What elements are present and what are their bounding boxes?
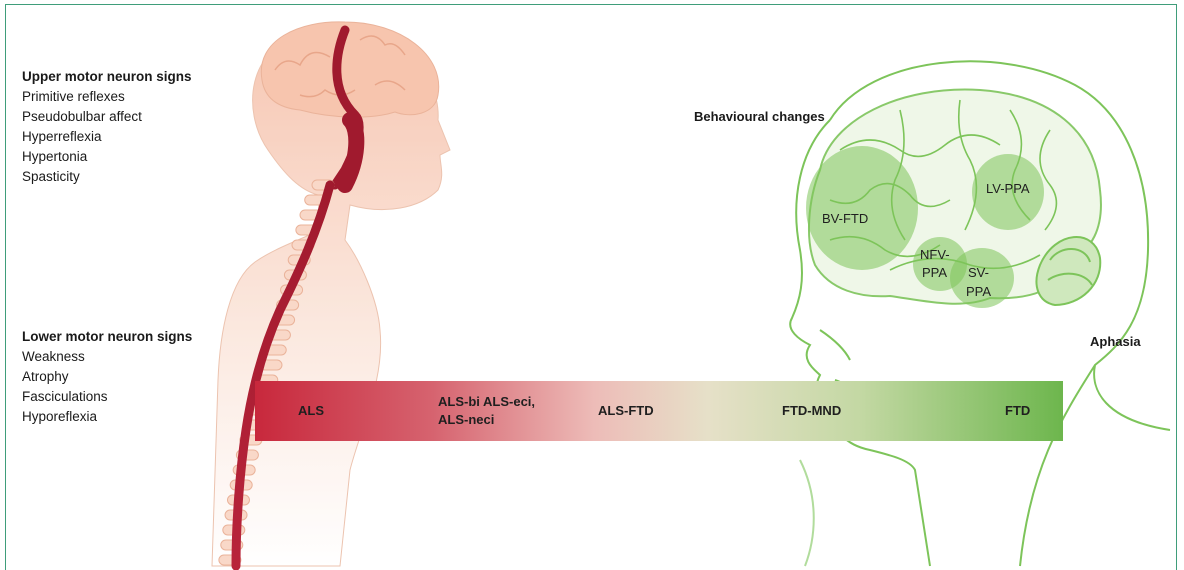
label-bvftd: BV-FTD bbox=[822, 210, 868, 227]
lower-sign-item: Atrophy bbox=[22, 367, 192, 387]
label-nfvppa-line1: NFV- bbox=[920, 246, 950, 263]
lower-sign-item: Weakness bbox=[22, 347, 192, 367]
upper-sign-item: Primitive reflexes bbox=[22, 87, 192, 107]
behavioural-changes-label: Behavioural changes bbox=[694, 109, 825, 124]
spectrum-label-als: ALS bbox=[298, 402, 324, 420]
spectrum-label-ftd-mnd: FTD-MND bbox=[782, 402, 841, 420]
upper-motor-heading: Upper motor neuron signs bbox=[22, 67, 192, 87]
lower-sign-item: Hyporeflexia bbox=[22, 407, 192, 427]
spectrum-label-als-neci: ALS-neci bbox=[438, 411, 494, 429]
spectrum-label-als-ftd: ALS-FTD bbox=[598, 402, 654, 420]
label-svppa-line1: SV- bbox=[968, 264, 989, 281]
upper-sign-item: Hypertonia bbox=[22, 147, 192, 167]
label-lvppa: LV-PPA bbox=[986, 180, 1030, 197]
neck-outline bbox=[800, 460, 814, 566]
lower-motor-heading: Lower motor neuron signs bbox=[22, 327, 192, 347]
spectrum-label-als-bi: ALS-bi ALS-eci, bbox=[438, 393, 535, 411]
lower-motor-signs: Lower motor neuron signs Weakness Atroph… bbox=[22, 327, 192, 427]
als-ftd-spectrum-bar bbox=[255, 381, 1063, 441]
upper-sign-item: Spasticity bbox=[22, 167, 192, 187]
upper-motor-signs: Upper motor neuron signs Primitive refle… bbox=[22, 67, 192, 187]
upper-sign-item: Pseudobulbar affect bbox=[22, 107, 192, 127]
spectrum-label-ftd: FTD bbox=[1005, 402, 1030, 420]
aphasia-label: Aphasia bbox=[1090, 334, 1141, 349]
upper-sign-item: Hyperreflexia bbox=[22, 127, 192, 147]
label-svppa-line2: PPA bbox=[966, 283, 991, 300]
region-bvftd bbox=[806, 146, 918, 270]
label-nfvppa-line2: PPA bbox=[922, 264, 947, 281]
lower-sign-item: Fasciculations bbox=[22, 387, 192, 407]
